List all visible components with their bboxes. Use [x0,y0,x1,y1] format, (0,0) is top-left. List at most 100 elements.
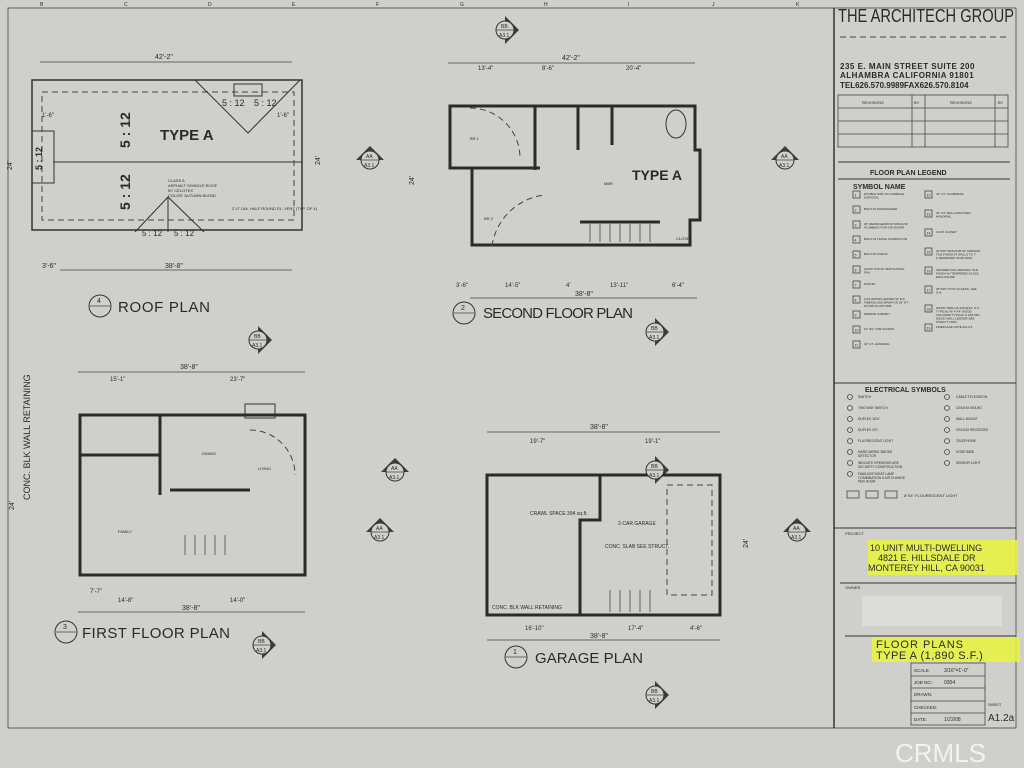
marker-sheet: A3.1 [649,335,660,341]
dim-segment: 3'-6" [456,283,468,289]
legend-name: BUILT-IN DISHWASHER [864,207,898,211]
dim-overhang: 1'-6" [42,113,54,119]
legend-number: 7 [855,284,857,288]
plan-number: 3 [63,624,67,631]
project-name: 10 UNIT MULTI-DWELLING [870,543,982,553]
owner-label: OWNER [845,585,860,590]
roof-note: COLOR: AUTUMN BLEND [168,193,216,198]
dim-segment: 23'-7" [230,377,245,383]
legend-item: 3 36" REFRIGERATOR SPACE W/PLUMBING FOR I… [852,220,908,230]
first-floor-plan: DINING LIVING FAMILY CONC. BLK WALL RETA… [9,364,307,644]
room-label: BR 2 [484,216,494,221]
dim-segment: 15'-1" [110,377,125,383]
dim-segment: 4'-6" [690,626,702,632]
legend-number: 3 [855,224,857,228]
wall-note: CONC. BLK WALL RETAINING [22,374,32,500]
dim-overhang: 1'-6" [277,113,289,119]
legend-number: 4 [855,239,857,243]
highlight [872,637,1020,662]
marker-sheet: A3.1 [256,648,267,654]
marker-label: AA [366,154,373,160]
pitch-label: 5 : 12 [222,98,245,108]
type-label: TYPE A [632,167,682,183]
legend-name: 34" HT. HANDRAIL [864,342,890,346]
legend-name: BUILT-IN TRASH COMPACTOR [864,237,908,241]
legend-name: MIRROR CABINET [864,312,890,316]
marker-label: BB [254,334,261,340]
legend-number: 5 [855,254,857,258]
dim-segment: 16'-10" [525,626,544,632]
dim-segment: 14'-0" [230,598,245,604]
legend-name: 36" REFRIGERATOR SPACE W/PLUMBING FOR IC… [864,222,908,230]
fluorescent-symbol [846,490,898,499]
legend-number: 16 [927,270,931,274]
legend-number: 17 [927,289,931,293]
project-label: PROJECT [845,531,864,536]
dim-segment: 17'-4" [628,626,643,632]
electrical-symbol: TWO WAY SWITCH [847,405,888,411]
room-label: MBR [604,181,613,186]
second-floor-plan: TYPE A BR 1 BR 2 MBR CLOSET 42'-2" 13'-4… [409,55,702,325]
dim-bottom: 38'-8" [165,263,183,270]
marker-label: BB [651,464,658,470]
legend-number: 6 [855,269,857,273]
legend-item: 4 BUILT-IN TRASH COMPACTOR [852,235,908,244]
electrical-label: CABLE TELEVISION [956,395,988,399]
marker-label: AA [793,526,800,532]
room-label: BR 1 [470,136,480,141]
electrical-symbol: CEILING RECESSED [944,427,989,433]
electrical-label: CEILING MOUNT [956,406,982,410]
grid-letter: E [292,2,296,8]
marker-sheet: A3.1 [389,475,400,481]
electrical-symbol: SENSOR LIGHT [944,460,981,466]
highlight [868,540,1018,575]
drawn-label: DRAWN: [914,692,932,697]
legend-number: 15 [927,251,931,255]
electrical-symbol: SWITCH [847,394,872,400]
dim-segment: 20'-4" [626,66,641,72]
electrical-symbol: WALL MOUNT [944,416,978,422]
room-label: CRAWL SPACE 394 sq.ft. [530,511,588,517]
roof-type-label: TYPE A [160,127,214,144]
dim-segment: 19'-1" [645,439,660,445]
room-label: FAMILY [118,529,132,534]
legend-number: 18 [927,308,931,312]
legend-name: BUILT-IN OVENS [864,252,887,256]
plan-title: ROOF PLAN [118,299,210,316]
grid-letter: K [796,2,800,8]
garage-note: CONC. SLAB SEE STRUCT. [605,544,669,550]
dim-top: 42'-2" [155,54,173,61]
pitch-label: 5 : 12 [117,112,133,148]
electrical-label: DUPLEX GFI [858,428,878,432]
legend-number: 8 [855,299,857,303]
marker-label: BB [651,326,658,332]
marker-sheet: A3.1 [499,33,510,39]
dim-right: 24' [315,156,322,165]
legend-name: WOOD TRELLIS 2X8 @24" O.C.TYPICAL W/ 4"X… [936,306,981,324]
dim-segment: 14'-5" [505,283,520,289]
grid-letter: D [208,2,212,8]
legend-name: COAT CLOSET [936,230,957,234]
legend-name: FIREPLACE NOTE #/A-2.5 [936,325,973,329]
garage-plan: CRAWL SPACE 394 sq.ft. 2-CAR GARAGE CONC… [485,424,750,669]
job-label: JOB NO.: [914,680,933,685]
legend-number: 12 [927,194,931,198]
legend-number: 14 [927,232,931,236]
legend-number: 11 [855,344,859,348]
dim-top: 38'-8" [180,364,198,371]
